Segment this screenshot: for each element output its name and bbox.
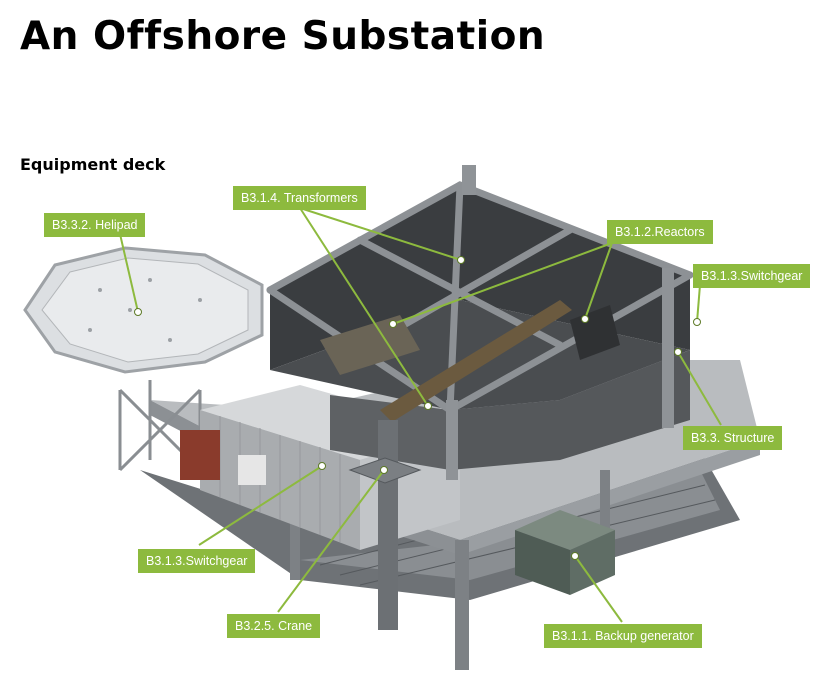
helipad-surface (41, 257, 249, 363)
callout-structure: B3.3. Structure (683, 426, 783, 450)
generator-marker-dot (571, 552, 579, 560)
callout-helipad: B3.3.2. Helipad (44, 213, 146, 237)
structure-marker-dot (674, 348, 682, 356)
white-equipment (238, 455, 266, 485)
reactor-marker-dot-1 (389, 320, 397, 328)
callout-switchgear-left: B3.1.3.Switchgear (138, 549, 256, 573)
page-title: An Offshore Substation (20, 14, 546, 59)
section-subtitle: Equipment deck (20, 155, 166, 174)
generator-top (515, 510, 615, 550)
callout-transformers: B3.1.4. Transformers (233, 186, 366, 210)
generator-front (515, 530, 570, 595)
legs (290, 470, 610, 670)
switchgear-right-marker-dot (693, 318, 701, 326)
reactor-marker-dot-2 (581, 315, 589, 323)
transformer-box (320, 315, 420, 375)
crane-boom (380, 300, 572, 422)
leader-lines (119, 207, 722, 623)
switchgear-left-marker-dot (318, 462, 326, 470)
generator-side (570, 530, 615, 595)
callout-backup-generator: B3.1.1. Backup generator (544, 624, 702, 648)
callout-reactors: B3.1.2.Reactors (607, 220, 713, 244)
crane-pedestal (378, 420, 398, 630)
red-equipment (180, 430, 220, 480)
helipad-markers (88, 278, 202, 342)
columns (446, 165, 674, 480)
hall-front-wall (450, 350, 690, 470)
helipad-marker-dot (134, 308, 142, 316)
transformer-marker-dot-1 (457, 256, 465, 264)
callout-crane: B3.2.5. Crane (227, 614, 321, 638)
transformer-marker-dot-2 (424, 402, 432, 410)
crane-marker-dot (380, 466, 388, 474)
callout-switchgear-right: B3.1.3.Switchgear (693, 264, 811, 288)
